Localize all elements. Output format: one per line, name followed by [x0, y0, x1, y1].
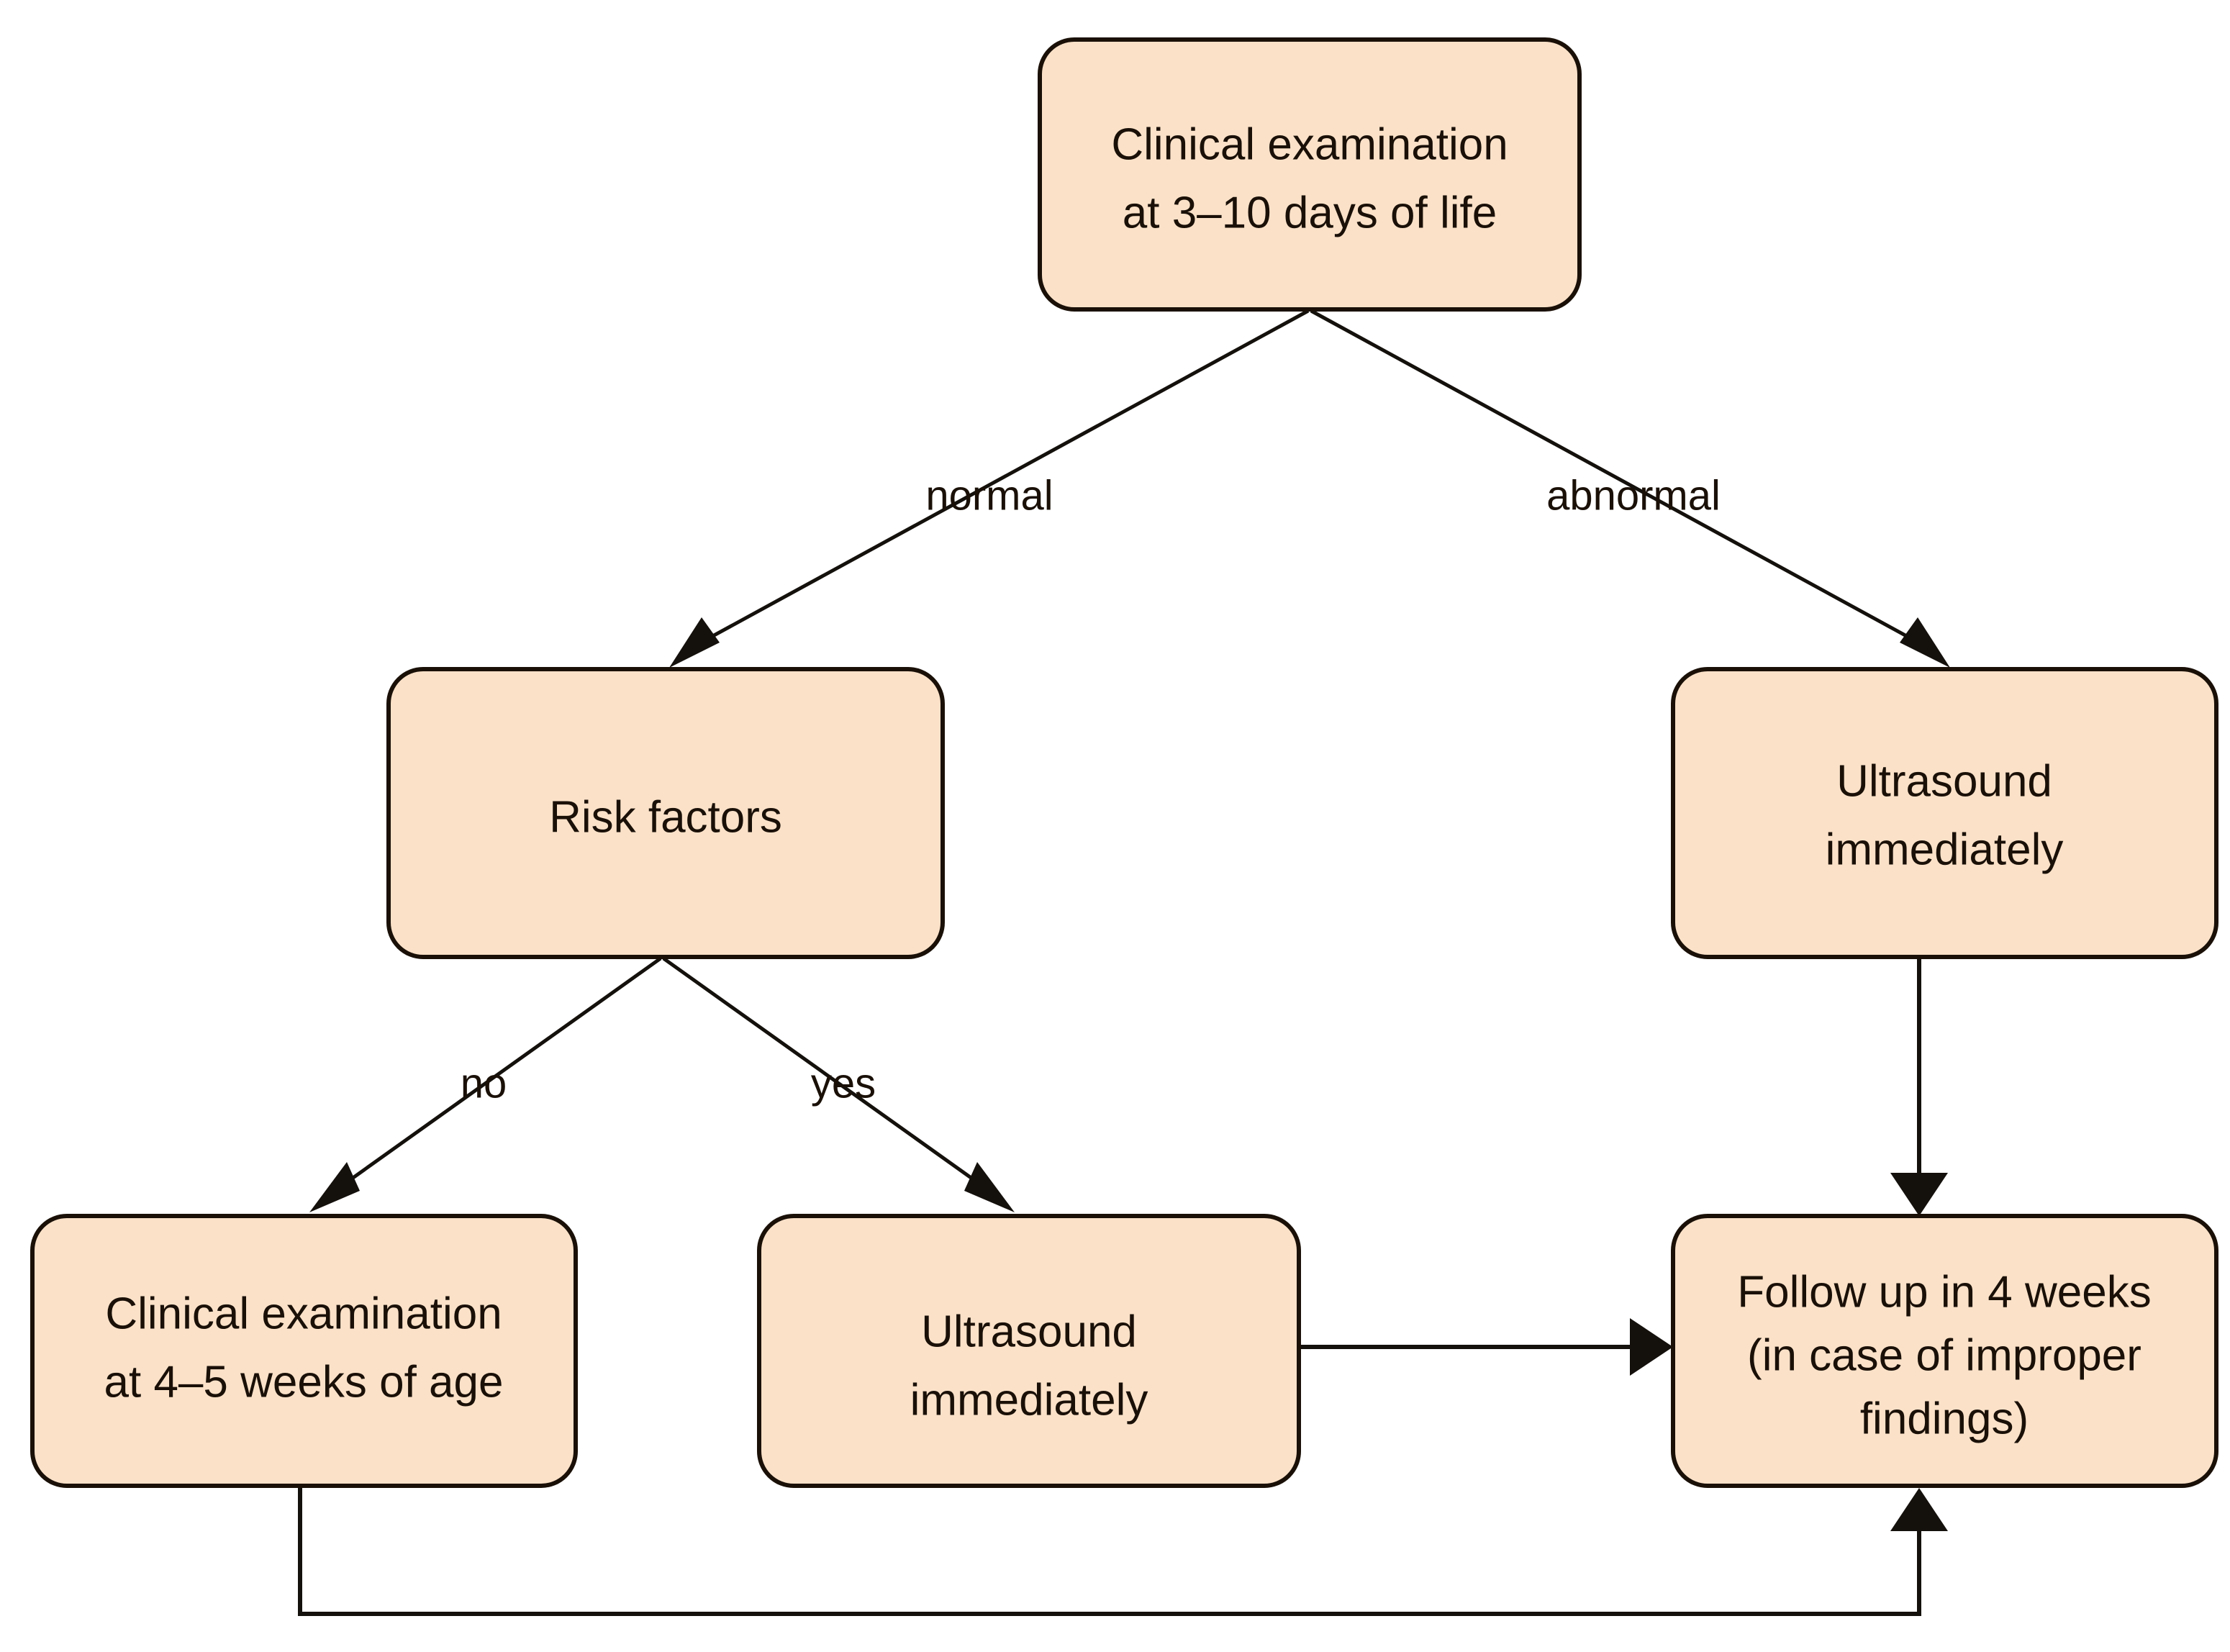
- node-follow-up-4-weeks-line1: Follow up in 4 weeks: [1737, 1267, 2152, 1317]
- node-ultrasound-immediately-right-line1: Ultrasound: [1836, 756, 2052, 806]
- edge-ultrasound-right-to-followup: [1890, 957, 1948, 1216]
- node-ultrasound-immediately-bottom-box[interactable]: [757, 1214, 1301, 1488]
- edge-label-no: no: [461, 1060, 507, 1107]
- node-follow-up-4-weeks-line2: (in case of improper: [1747, 1330, 2141, 1380]
- node-ultrasound-immediately-bottom-line1: Ultrasound: [921, 1307, 1137, 1356]
- edge-label-yes: yes: [811, 1060, 876, 1107]
- node-clinical-exam-4-5-weeks-box[interactable]: [30, 1214, 578, 1488]
- node-ultrasound-immediately-right-box[interactable]: [1671, 667, 2218, 959]
- node-ultrasound-immediately-right-line2: immediately: [1826, 825, 2064, 874]
- node-follow-up-4-weeks[interactable]: Follow up in 4 weeks (in case of imprope…: [1671, 1214, 2218, 1488]
- node-risk-factors[interactable]: Risk factors: [386, 667, 945, 959]
- node-clinical-exam-3-10-days-box[interactable]: [1038, 37, 1582, 312]
- node-follow-up-4-weeks-line3: findings): [1860, 1394, 2029, 1443]
- arrow-head-abnormal: [1900, 617, 1950, 668]
- node-clinical-exam-3-10-days[interactable]: Clinical examination at 3–10 days of lif…: [1038, 37, 1582, 312]
- node-ultrasound-immediately-bottom-line2: immediately: [910, 1375, 1148, 1425]
- edge-abnormal: [1310, 309, 1950, 668]
- node-clinical-exam-3-10-days-line1: Clinical examination: [1111, 119, 1508, 169]
- node-ultrasound-immediately-right[interactable]: Ultrasound immediately: [1671, 667, 2218, 959]
- arrow-head-ultrasound-right-to-followup: [1890, 1173, 1948, 1216]
- arrow-head-feedback-loop: [1890, 1488, 1948, 1531]
- edge-ultrasound-bottom-to-followup: [1299, 1318, 1673, 1376]
- edge-label-abnormal: abnormal: [1546, 472, 1721, 519]
- node-risk-factors-label: Risk factors: [549, 792, 782, 842]
- node-risk-factors-box[interactable]: [386, 667, 945, 959]
- node-clinical-exam-3-10-days-line2: at 3–10 days of life: [1123, 188, 1497, 237]
- arrow-head-no: [309, 1162, 360, 1212]
- node-clinical-exam-4-5-weeks-line2: at 4–5 weeks of age: [104, 1357, 504, 1407]
- node-clinical-exam-4-5-weeks-line1: Clinical examination: [105, 1289, 502, 1338]
- node-follow-up-4-weeks-box[interactable]: [1671, 1214, 2218, 1488]
- arrow-head-ultrasound-bottom-to-followup: [1630, 1318, 1673, 1376]
- edge-exam-to-followup-feedback: [298, 1487, 1948, 1616]
- edge-label-normal: normal: [925, 472, 1053, 519]
- edge-normal: [669, 309, 1310, 668]
- edge-yes: [662, 956, 1015, 1212]
- edge-no: [309, 956, 662, 1212]
- node-clinical-exam-4-5-weeks[interactable]: Clinical examination at 4–5 weeks of age: [30, 1214, 578, 1488]
- node-ultrasound-immediately-bottom[interactable]: Ultrasound immediately: [757, 1214, 1301, 1488]
- arrow-head-yes: [964, 1162, 1015, 1212]
- arrow-head-normal: [669, 617, 720, 668]
